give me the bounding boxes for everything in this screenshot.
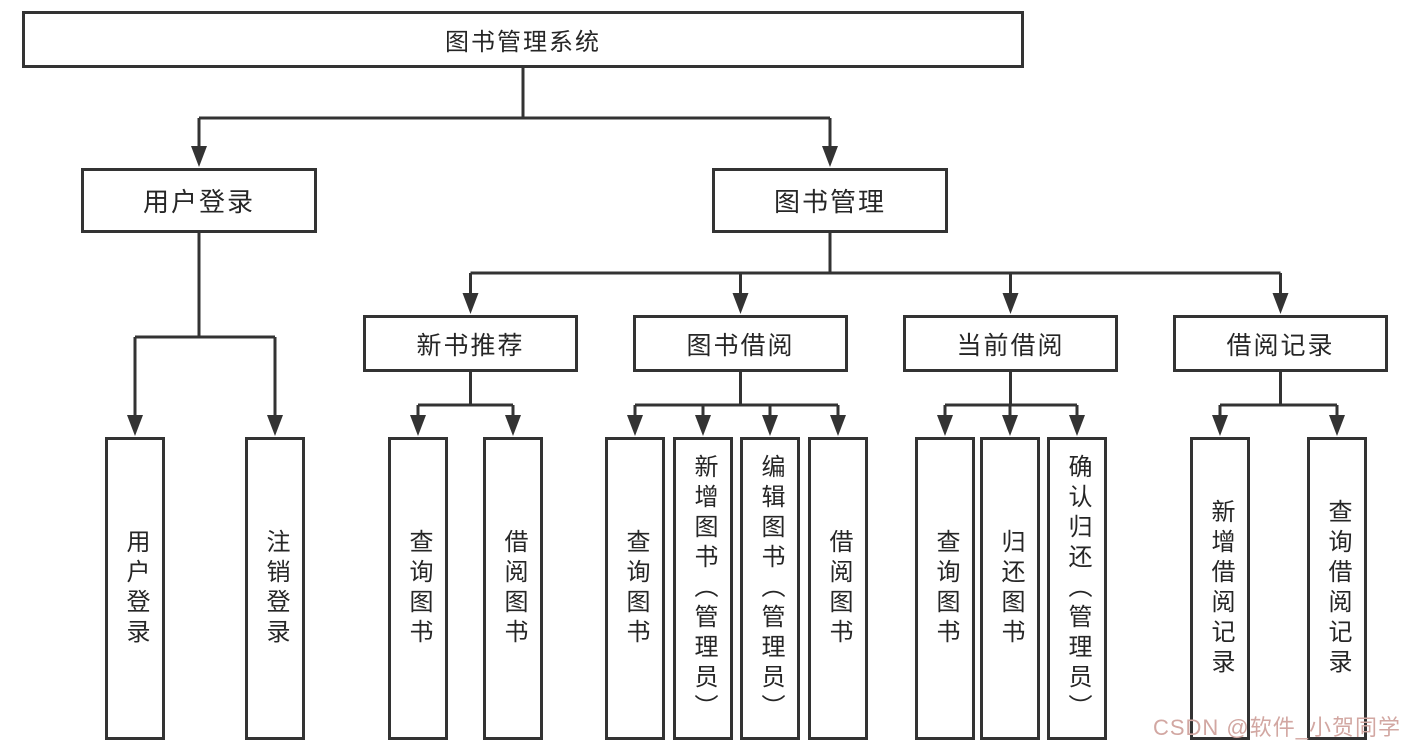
leaf-records-add-borrow-record: 新增借阅记录	[1190, 437, 1250, 740]
node-borrowing-records: 借阅记录	[1173, 315, 1388, 372]
leaf-recommend-borrow-books: 借阅图书	[483, 437, 543, 740]
node-root-library-system: 图书管理系统	[22, 11, 1024, 68]
leaf-borrowing-borrow-books: 借阅图书	[808, 437, 868, 740]
leaf-borrowing-add-books-admin: 新增图书（管理员）	[673, 437, 733, 740]
leaf-user-login: 用户登录	[105, 437, 165, 740]
leaf-borrowing-query-books: 查询图书	[605, 437, 665, 740]
node-current-borrowing: 当前借阅	[903, 315, 1118, 372]
node-book-borrowing: 图书借阅	[633, 315, 848, 372]
node-user-login: 用户登录	[81, 168, 317, 233]
node-book-management: 图书管理	[712, 168, 948, 233]
node-new-book-recommend: 新书推荐	[363, 315, 578, 372]
csdn-watermark: CSDN @软件_小贺同学	[1152, 715, 1401, 740]
leaf-records-query-borrow-record: 查询借阅记录	[1307, 437, 1367, 740]
leaf-current-query-books: 查询图书	[915, 437, 975, 740]
leaf-current-return-books: 归还图书	[980, 437, 1040, 740]
leaf-logout: 注销登录	[245, 437, 305, 740]
leaf-borrowing-edit-books-admin: 编辑图书（管理员）	[740, 437, 800, 740]
leaf-current-confirm-return-admin: 确认归还（管理员）	[1047, 437, 1107, 740]
leaf-recommend-query-books: 查询图书	[388, 437, 448, 740]
